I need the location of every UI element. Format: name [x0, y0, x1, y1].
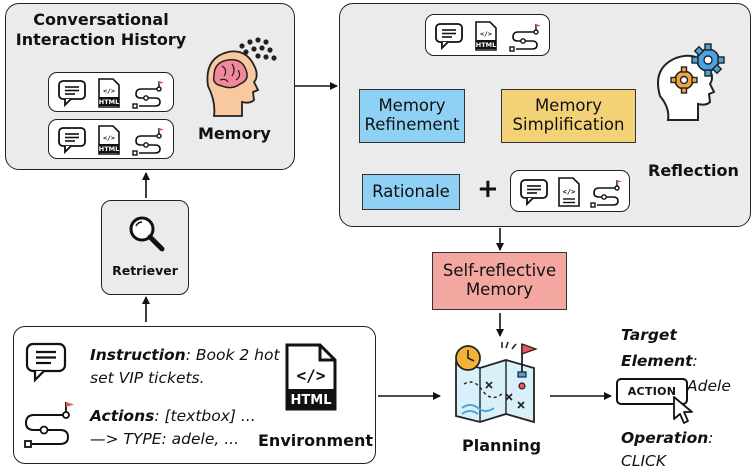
reflection-panel: </> HTML Memory Refinement Memory Simpli…	[339, 3, 751, 227]
retriever-label: Retriever	[112, 263, 178, 278]
html-doc-code: </>	[297, 366, 326, 385]
self-reflective-line1: Self-reflective	[442, 261, 557, 281]
clock-icon	[455, 345, 481, 371]
action-path-icon	[590, 180, 622, 208]
cursor-arrow-icon	[673, 396, 693, 424]
memory-simplification-line1: Memory	[534, 96, 603, 116]
retriever-box: Retriever	[101, 200, 189, 295]
operation-label: Operation	[621, 429, 709, 447]
history-record-2: </> HTML	[48, 119, 174, 159]
instruction-text-line2: set VIP tickets.	[90, 369, 205, 387]
reflection-label: Reflection	[648, 161, 739, 180]
operation-value: CLICK	[621, 452, 667, 470]
html-icon-code: </>	[103, 134, 115, 142]
orange-gear	[670, 66, 698, 94]
flag-icon	[517, 343, 538, 378]
chat-bubble-icon	[520, 179, 548, 207]
action-path-icon	[24, 402, 74, 448]
html-file-icon: </> HTML	[475, 21, 497, 51]
memory-refinement-line2: Refinement	[364, 115, 460, 134]
code-icon-code: </>	[563, 188, 576, 196]
plus-sign: +	[477, 174, 499, 204]
chat-bubble-icon	[25, 342, 67, 383]
simplified-record: </>	[510, 170, 630, 212]
self-reflective-line2: Memory	[465, 280, 534, 299]
memory-simplification-line2: Simplification	[512, 115, 625, 134]
html-document-icon: </> HTML	[285, 343, 337, 411]
actions-text-line2: —> TYPE: adele, ...	[90, 430, 239, 448]
memory-simplification-box: Memory Simplification	[501, 89, 636, 143]
instruction-text: Instruction: Book 2 hot set VIP tickets.	[90, 343, 280, 390]
environment-label: Environment	[258, 431, 374, 450]
magnifier-icon	[129, 216, 165, 252]
action-path-icon	[132, 81, 164, 109]
history-record-1: </> HTML	[48, 72, 174, 112]
html-doc-text: HTML	[291, 393, 332, 408]
environment-panel: Instruction: Book 2 hot set VIP tickets.…	[13, 326, 376, 464]
html-file-icon: </> HTML	[98, 78, 120, 108]
actions-text: Actions: [textbox] ... —> TYPE: adele, .…	[90, 404, 256, 451]
instruction-label: Instruction	[90, 346, 186, 364]
self-reflective-memory-box: Self-reflective Memory	[432, 252, 567, 310]
memory-refinement-line1: Memory	[378, 96, 446, 116]
history-title: Conversational Interaction History	[6, 10, 196, 50]
memory-refinement-box: Memory Refinement	[359, 89, 465, 143]
target-element-colon: :	[692, 352, 698, 370]
html-icon-code: </>	[103, 87, 115, 95]
history-title-line2: Interaction History	[15, 30, 187, 49]
code-file-icon: </>	[558, 177, 580, 207]
sparkle-icon	[501, 341, 517, 350]
instruction-text-line1: : Book 2 hot	[185, 346, 280, 364]
blue-gear	[691, 43, 725, 77]
action-path-icon	[132, 128, 164, 156]
actions-text-line1: : [textbox] ...	[154, 407, 256, 425]
history-panel: Conversational Interaction History </> H…	[5, 3, 295, 170]
history-title-line1: Conversational	[33, 10, 169, 29]
html-icon-code: </>	[480, 30, 492, 38]
operation-colon: :	[708, 429, 714, 447]
reflection-input-record: </> HTML	[425, 14, 550, 56]
reflection-head-gears-icon	[657, 43, 725, 121]
chat-bubble-icon	[58, 80, 86, 108]
html-icon-text: HTML	[476, 41, 496, 49]
html-icon-text: HTML	[99, 98, 119, 106]
action-path-icon	[509, 24, 541, 52]
planning-map-icon	[455, 341, 538, 424]
rationale-label: Rationale	[372, 181, 450, 201]
action-button-label: ACTION	[627, 385, 677, 398]
html-icon-text: HTML	[99, 145, 119, 153]
rationale-box: Rationale	[362, 174, 460, 210]
target-element-label: Target Element	[621, 326, 693, 370]
html-file-icon: </> HTML	[98, 125, 120, 155]
actions-label: Actions	[90, 407, 155, 425]
chat-bubble-icon	[58, 127, 86, 155]
operation-text: Operation: CLICK	[621, 426, 714, 473]
brain-head-icon	[206, 37, 277, 117]
planning-label: Planning	[462, 436, 542, 455]
chat-bubble-icon	[435, 23, 463, 51]
memory-label: Memory	[198, 124, 271, 143]
